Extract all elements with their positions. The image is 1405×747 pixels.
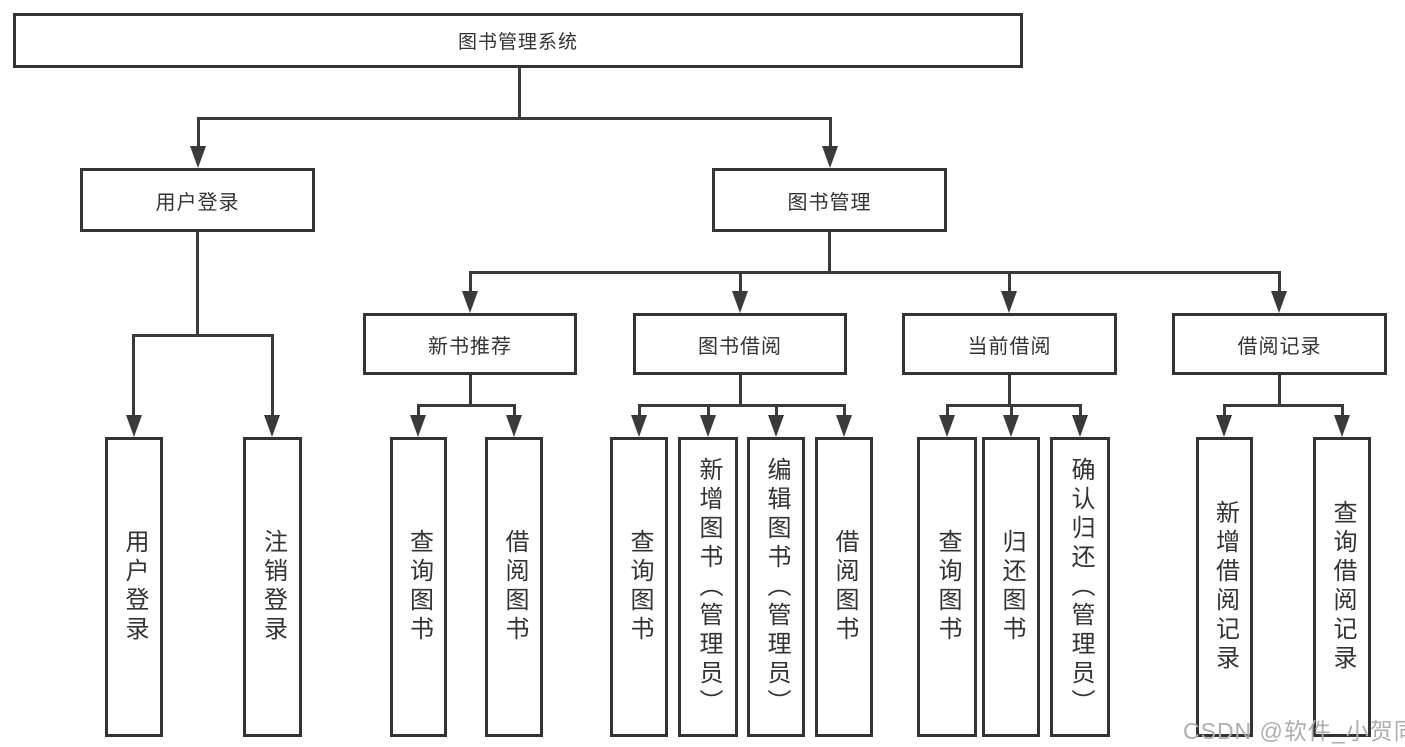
node-borrowing-records: 借阅记录 (1172, 313, 1387, 375)
connector-line (739, 375, 742, 406)
connector-line (946, 404, 1081, 407)
watermark-text: CSDN @软件_小贺同学 (1183, 718, 1405, 744)
connector-line (1008, 375, 1011, 406)
arrow-down-icon (700, 415, 716, 437)
connector-line (417, 404, 420, 420)
node-library-system: 图书管理系统 (13, 13, 1023, 68)
leaf-return-books: 归还图书 (982, 437, 1040, 737)
leaf-label: 查询图书 (934, 529, 961, 645)
connector-line (132, 334, 135, 418)
node-label: 借阅记录 (1237, 335, 1322, 358)
leaf-query-borrow-record: 查询借阅记录 (1313, 437, 1371, 737)
connector-line (197, 117, 200, 150)
arrow-down-icon (462, 291, 478, 313)
connector-line (843, 404, 846, 420)
arrow-down-icon (1216, 415, 1232, 437)
connector-line (1278, 375, 1281, 406)
connector-line (828, 232, 831, 273)
connector-line (197, 117, 831, 120)
leaf-label: 新增借阅记录 (1211, 500, 1239, 674)
node-label: 新书推荐 (428, 335, 512, 358)
node-new-book-recommendation: 新书推荐 (363, 313, 577, 375)
leaf-label: 查询图书 (405, 529, 433, 645)
node-book-borrowing: 图书借阅 (633, 313, 847, 375)
leaf-label: 确认归还（管理员） (1067, 456, 1094, 718)
node-book-management: 图书管理 (712, 168, 947, 232)
connector-line (1223, 404, 1226, 420)
connector-line (469, 375, 472, 406)
node-label: 图书借阅 (698, 335, 782, 358)
arrow-down-icon (410, 415, 426, 437)
arrow-down-icon (836, 415, 852, 437)
connector-line (1079, 404, 1082, 420)
arrow-down-icon (126, 415, 142, 437)
node-user-login: 用户登录 (80, 168, 315, 232)
arrow-down-icon (1001, 291, 1017, 313)
leaf-logout: 注销登录 (243, 437, 302, 737)
connector-line (739, 271, 742, 295)
leaf-borrow-books: 借阅图书 (815, 437, 873, 737)
node-label: 用户登录 (155, 191, 240, 214)
connector-line (638, 404, 845, 407)
leaf-user-login: 用户登录 (105, 437, 163, 737)
leaf-borrow-books: 借阅图书 (485, 437, 543, 737)
leaf-label: 新增图书（管理员） (695, 456, 722, 718)
leaf-label: 查询借阅记录 (1329, 500, 1356, 674)
connector-line (1008, 271, 1011, 295)
connector-line (775, 404, 778, 420)
leaf-add-book-admin: 新增图书（管理员） (678, 437, 738, 737)
leaf-query-books: 查询图书 (390, 437, 447, 737)
connector-line (1010, 404, 1013, 420)
leaf-label: 查询图书 (626, 529, 653, 645)
connector-line (271, 334, 274, 418)
node-label: 图书管理系统 (457, 32, 578, 53)
connector-line (1278, 271, 1281, 295)
arrow-down-icon (732, 291, 748, 313)
connector-line (518, 68, 521, 118)
leaf-confirm-return-admin: 确认归还（管理员） (1050, 437, 1110, 737)
leaf-label: 借阅图书 (831, 529, 858, 645)
connector-line (1223, 404, 1343, 407)
arrow-down-icon (1003, 415, 1019, 437)
arrow-down-icon (190, 146, 206, 168)
leaf-label: 注销登录 (259, 529, 287, 645)
node-label: 图书管理 (787, 191, 872, 214)
leaf-add-borrow-record: 新增借阅记录 (1196, 437, 1253, 737)
connector-line (638, 404, 641, 420)
connector-line (946, 404, 949, 420)
connector-line (469, 271, 1280, 274)
connector-line (1341, 404, 1344, 420)
arrow-down-icon (939, 415, 955, 437)
leaf-label: 编辑图书（管理员） (763, 456, 790, 718)
leaf-label: 用户登录 (121, 529, 148, 645)
arrow-down-icon (1334, 415, 1350, 437)
connector-line (469, 271, 472, 295)
leaf-query-books: 查询图书 (610, 437, 668, 737)
connector-line (417, 404, 515, 407)
arrow-down-icon (1072, 415, 1088, 437)
connector-line (707, 404, 710, 420)
leaf-edit-book-admin: 编辑图书（管理员） (747, 437, 805, 737)
arrow-down-icon (264, 415, 280, 437)
connector-line (513, 404, 516, 420)
arrow-down-icon (1271, 291, 1287, 313)
connector-line (829, 117, 832, 150)
node-current-borrowing: 当前借阅 (902, 313, 1117, 375)
arrow-down-icon (822, 146, 838, 168)
arrow-down-icon (506, 415, 522, 437)
leaf-label: 归还图书 (998, 529, 1025, 645)
connector-line (133, 334, 274, 337)
leaf-label: 借阅图书 (501, 529, 528, 645)
arrow-down-icon (768, 415, 784, 437)
connector-line (196, 232, 199, 335)
leaf-query-books: 查询图书 (917, 437, 977, 737)
node-label: 当前借阅 (967, 335, 1052, 358)
arrow-down-icon (631, 415, 647, 437)
